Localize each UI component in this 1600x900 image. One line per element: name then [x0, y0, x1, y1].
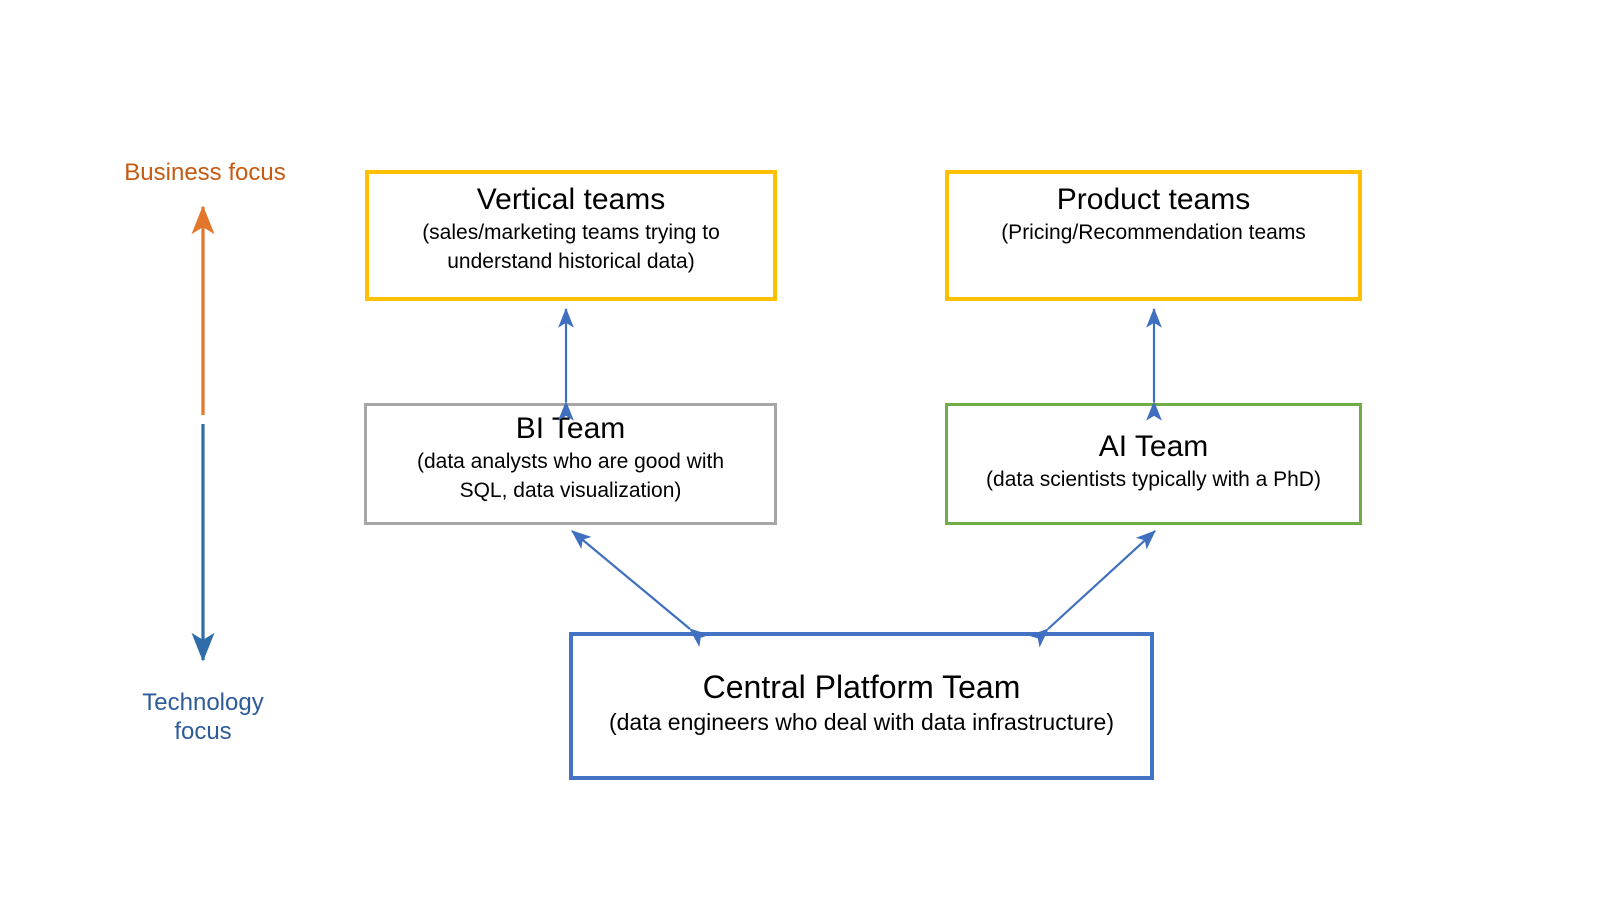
bi-team-title: BI Team: [515, 412, 626, 445]
bi-team-description: (data analysts who are good with SQL, da…: [416, 449, 724, 503]
bi-team-box[interactable]: BI Team (data analysts who are good with…: [364, 403, 777, 525]
vertical-teams-title: Vertical teams: [476, 183, 666, 216]
vertical-teams-box[interactable]: Vertical teams (sales/marketing teams tr…: [365, 170, 777, 301]
central-platform-team-box[interactable]: Central Platform Team (data engineers wh…: [569, 632, 1154, 780]
central-platform-team-title: Central Platform Team: [702, 669, 1021, 705]
ai-team-description: (data scientists typically with a PhD): [986, 467, 1321, 491]
product-teams-title: Product teams: [1056, 183, 1251, 216]
ai-team-title: AI Team: [1098, 430, 1209, 463]
technology-focus-label: Technology focus: [142, 689, 264, 746]
vertical-teams-description: (sales/marketing teams trying to underst…: [422, 220, 720, 274]
ai-team-to-central-platform-arrow: [1028, 530, 1156, 648]
ai-team-box[interactable]: AI Team (data scientists typically with …: [945, 403, 1362, 525]
central-platform-team-description: (data engineers who deal with data infra…: [608, 708, 1114, 735]
business-focus-label: Business focus: [124, 159, 286, 186]
bi-team-to-central-platform-arrow: [571, 530, 710, 648]
product-teams-description: (Pricing/Recommendation teams: [1001, 220, 1306, 244]
product-teams-box[interactable]: Product teams (Pricing/Recommendation te…: [945, 170, 1362, 301]
